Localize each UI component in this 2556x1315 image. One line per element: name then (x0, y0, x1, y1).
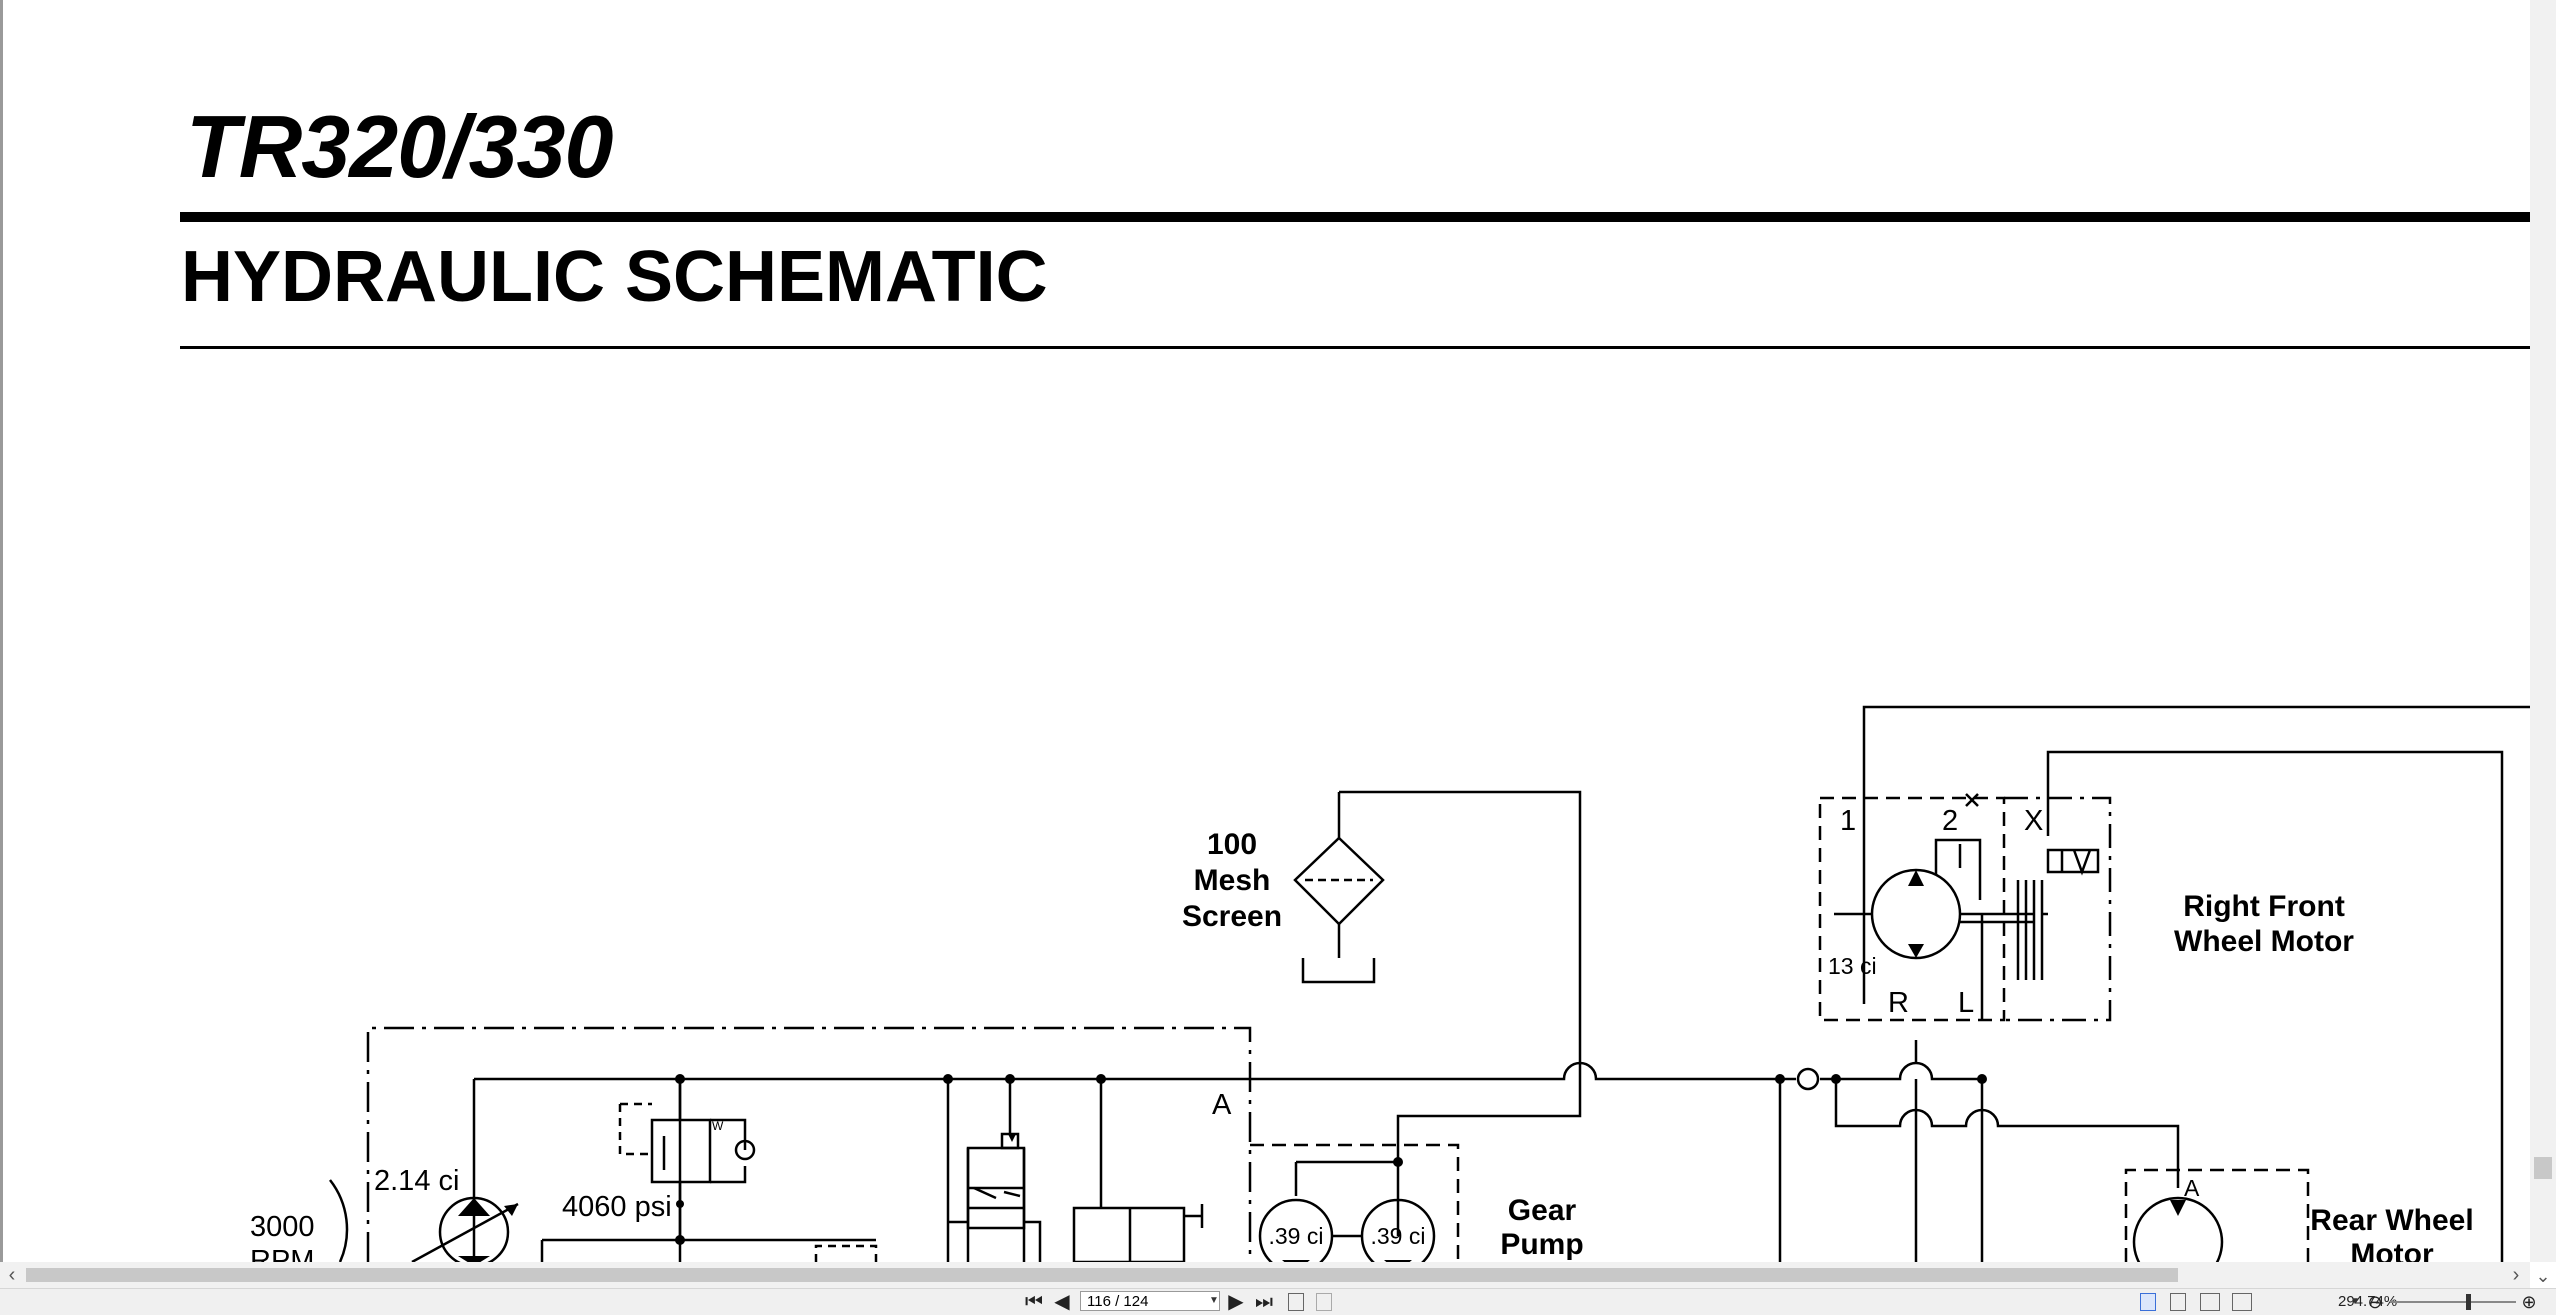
page-left-edge (0, 0, 3, 1262)
first-page-icon[interactable]: ⏮ (1025, 1291, 1043, 1313)
horizontal-scrollbar-thumb[interactable] (26, 1268, 2178, 1282)
previous-page-icon[interactable]: ◀ (1054, 1291, 1070, 1313)
filter-label-line-1: 100 (1207, 828, 1257, 861)
two-page-continuous-view-icon[interactable] (2232, 1293, 2252, 1311)
two-page-view-icon[interactable] (2200, 1293, 2220, 1311)
scroll-left-icon[interactable]: ‹ (8, 1264, 16, 1286)
page-copy-icon[interactable] (1288, 1293, 1304, 1311)
scroll-right-icon[interactable]: › (2512, 1264, 2520, 1286)
vertical-scrollbar-thumb[interactable] (2534, 1157, 2552, 1179)
engine-speed-label-line-1: 3000 (250, 1211, 315, 1243)
port-2-label: 2 (1942, 805, 1958, 837)
filter-label-line-3: Screen (1182, 900, 1282, 933)
zoom-dropdown-icon[interactable]: ▼ (2350, 1296, 2360, 1307)
document-viewer[interactable]: TR320/330 HYDRAULIC SCHEMATIC (0, 0, 2530, 1262)
gear-pump-label-line-1: Gear (1508, 1194, 1577, 1227)
port-1-label: 1 (1840, 805, 1856, 837)
engine-speed-label-line-2: RPM (250, 1245, 314, 1262)
continuous-view-icon[interactable] (2170, 1293, 2186, 1311)
zoom-in-icon[interactable]: ⊕ (2521, 1292, 2537, 1312)
last-page-icon[interactable]: ⏭ (1255, 1291, 1273, 1313)
port-a-rear-label: A (2184, 1175, 2200, 1201)
page-paste-icon[interactable] (1316, 1293, 1332, 1311)
zoom-slider-thumb[interactable] (2466, 1294, 2471, 1310)
gear-pump-section-1-label: .39 ci (1269, 1223, 1324, 1249)
port-x-label: X (2024, 805, 2043, 837)
rear-motor-label-line-1: Rear Wheel (2310, 1204, 2473, 1237)
page-dropdown-icon[interactable]: ▼ (1209, 1295, 1219, 1306)
motor-displacement-label: 13 ci (1828, 953, 1877, 979)
filter-label-line-2: Mesh (1194, 864, 1271, 897)
port-r-label: R (1888, 987, 1909, 1019)
zoom-slider-track[interactable] (2390, 1301, 2516, 1303)
section-rule (180, 346, 2530, 349)
zoom-out-icon[interactable]: ⊖ (2367, 1292, 2383, 1312)
next-page-icon[interactable]: ▶ (1228, 1291, 1244, 1313)
title-rule (180, 212, 2530, 222)
single-page-view-icon[interactable] (2140, 1293, 2156, 1311)
viewer-toolbar: ⏮ ◀ 116 / 124 ▼ ▶ ⏭ 294.74% ▼ ⊖ ⊕ (0, 1288, 2556, 1315)
right-front-motor-label-line-2: Wheel Motor (2174, 925, 2354, 958)
rear-motor-label-line-2: Motor (2350, 1238, 2434, 1262)
hydraulic-schematic: 100 Mesh Screen Right Front Wheel Motor … (250, 705, 2530, 1262)
relief-pressure-label: 4060 psi (562, 1191, 672, 1223)
right-front-motor-label-line-1: Right Front (2183, 890, 2345, 923)
port-a-main-label: A (1212, 1089, 1232, 1121)
section-title: HYDRAULIC SCHEMATIC (181, 237, 1048, 317)
model-title: TR320/330 (186, 97, 613, 196)
scroll-down-icon[interactable]: ⌄ (2535, 1266, 2551, 1286)
horizontal-scrollbar[interactable]: ‹ › (0, 1262, 2530, 1288)
pump-displacement-label: 2.14 ci (374, 1165, 459, 1197)
svg-text:W: W (712, 1119, 724, 1133)
page-number-field[interactable]: 116 / 124 (1080, 1291, 1220, 1311)
zoom-level[interactable]: 294.74% (2338, 1293, 2398, 1310)
gear-pump-label-line-2: Pump (1500, 1228, 1583, 1261)
vertical-scrollbar[interactable] (2530, 0, 2556, 1262)
gear-pump-section-2-label: .39 ci (1371, 1223, 1426, 1249)
port-l-label: L (1958, 987, 1974, 1019)
